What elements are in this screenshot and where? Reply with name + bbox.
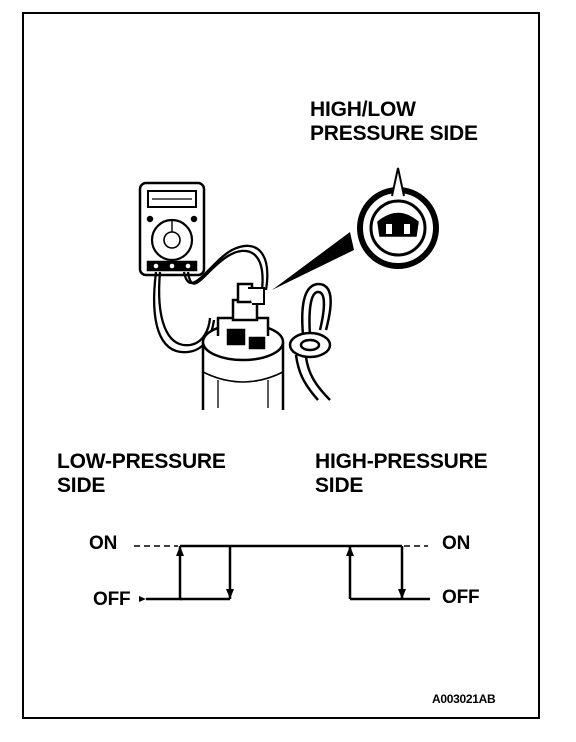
high-pressure-label: HIGH-PRESSURE SIDE xyxy=(315,450,488,497)
down-arrow-right xyxy=(398,589,406,599)
pipe-fitting xyxy=(288,282,332,401)
right-on-label: ON xyxy=(442,533,471,554)
up-arrow-right xyxy=(346,546,354,556)
figure-code: A003021AB xyxy=(432,692,496,706)
callout-label-line1: HIGH/LOW xyxy=(310,98,416,121)
right-off-label: OFF xyxy=(442,587,480,608)
high-pressure-line2: SIDE xyxy=(315,473,364,497)
callout-pointer xyxy=(272,232,354,290)
low-pressure-line1: LOW-PRESSURE xyxy=(57,450,226,473)
left-on-label: ON xyxy=(89,533,118,554)
down-arrow-left xyxy=(226,589,234,599)
graph-arrows xyxy=(139,546,406,602)
callout-label: HIGH/LOW PRESSURE SIDE xyxy=(310,98,478,145)
low-pressure-label: LOW-PRESSURE SIDE xyxy=(57,450,226,497)
up-arrow-left xyxy=(176,546,184,556)
receiver-drier xyxy=(201,282,285,410)
callout-label-line2: PRESSURE SIDE xyxy=(310,121,478,145)
high-pressure-line1: HIGH-PRESSURE xyxy=(315,450,488,473)
low-pressure-line2: SIDE xyxy=(57,473,106,497)
pressure-switch-closeup xyxy=(357,167,439,269)
figure-frame xyxy=(22,12,540,719)
left-off-label: OFF xyxy=(93,589,131,610)
off-arrow-left xyxy=(139,596,146,602)
multimeter xyxy=(138,181,206,277)
